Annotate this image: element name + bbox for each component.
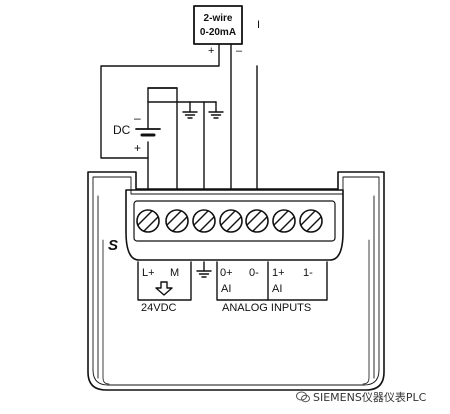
screw-terminal-2 [165, 209, 189, 233]
terminal-ch0-minus-label: 0- [249, 267, 259, 279]
screw-terminal-3 [192, 209, 216, 233]
inputs-label: ANALOG INPUTS [222, 302, 311, 314]
supply-minus-label: – [134, 111, 141, 125]
watermark-text: SIEMENS仪器仪表PLC [313, 391, 427, 404]
terminal-ch0-plus-label: 0+ [220, 267, 233, 279]
transducer-line1: 2-wire [204, 13, 233, 24]
terminal-ch1-minus-label: 1- [303, 267, 313, 279]
wire-transducer-plus [100, 43, 220, 159]
module-logo: S [108, 237, 118, 254]
inputs-label-frame [216, 261, 328, 301]
module-ground-icon [196, 261, 212, 278]
screw-terminal-5 [245, 209, 269, 233]
wire-supply-minus [147, 87, 178, 130]
terminal-ch1-plus-label: 1+ [272, 267, 285, 279]
module-housing [87, 171, 385, 391]
power-arrow-icon [155, 281, 173, 296]
terminal-m-label: M [170, 267, 179, 279]
watermark: SIEMENS仪器仪表PLC [296, 389, 426, 405]
module-housing-inner [92, 176, 380, 386]
power-label: 24VDC [141, 302, 177, 314]
terminal-block [125, 189, 344, 261]
screw-terminal-4 [219, 209, 243, 233]
power-label-frame [137, 261, 192, 301]
screw-terminals [136, 209, 323, 233]
transducer-line2: 0-20mA [200, 27, 236, 38]
terminal-strip [133, 200, 336, 242]
current-label: I [257, 19, 260, 31]
wire-bus-to-m [147, 87, 178, 190]
screw-terminal-1 [136, 209, 160, 233]
transducer-plus-label: + [208, 45, 214, 57]
module-groove-right [362, 239, 370, 385]
wechat-icon [296, 391, 310, 403]
screw-terminal-7 [299, 209, 323, 233]
ch0-ai-label: AI [221, 283, 231, 295]
ground-icon-1 [182, 101, 198, 119]
transducer-box [193, 5, 243, 45]
module-groove-left [102, 239, 110, 385]
ground-icon-2 [208, 101, 224, 119]
terminal-lplus-label: L+ [142, 267, 155, 279]
screw-terminal-6 [272, 209, 296, 233]
transducer-minus-label: – [236, 45, 243, 57]
supply-plus-label: + [134, 141, 141, 155]
supply-label: DC [113, 123, 131, 137]
ch1-ai-label: AI [272, 283, 282, 295]
